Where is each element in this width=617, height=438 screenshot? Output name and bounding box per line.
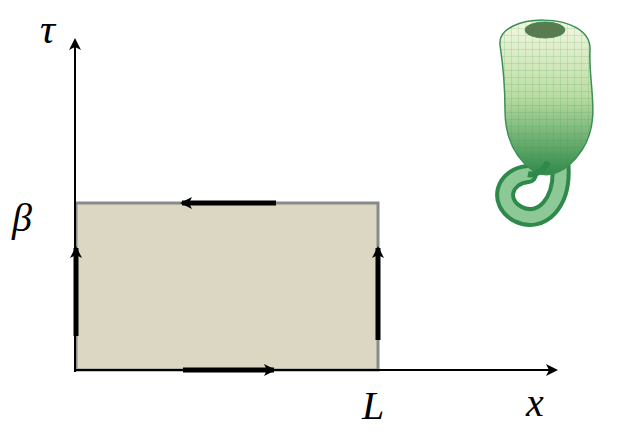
axis-label: x <box>526 383 544 423</box>
fundamental-domain <box>76 203 378 370</box>
edge-arrows <box>76 203 378 370</box>
klein-bottle <box>500 20 593 217</box>
axis-label: τ <box>40 8 55 50</box>
tau-axis <box>74 40 76 372</box>
axis-label: β <box>12 198 32 238</box>
axis-label: L <box>362 386 384 426</box>
x-axis <box>74 369 556 371</box>
